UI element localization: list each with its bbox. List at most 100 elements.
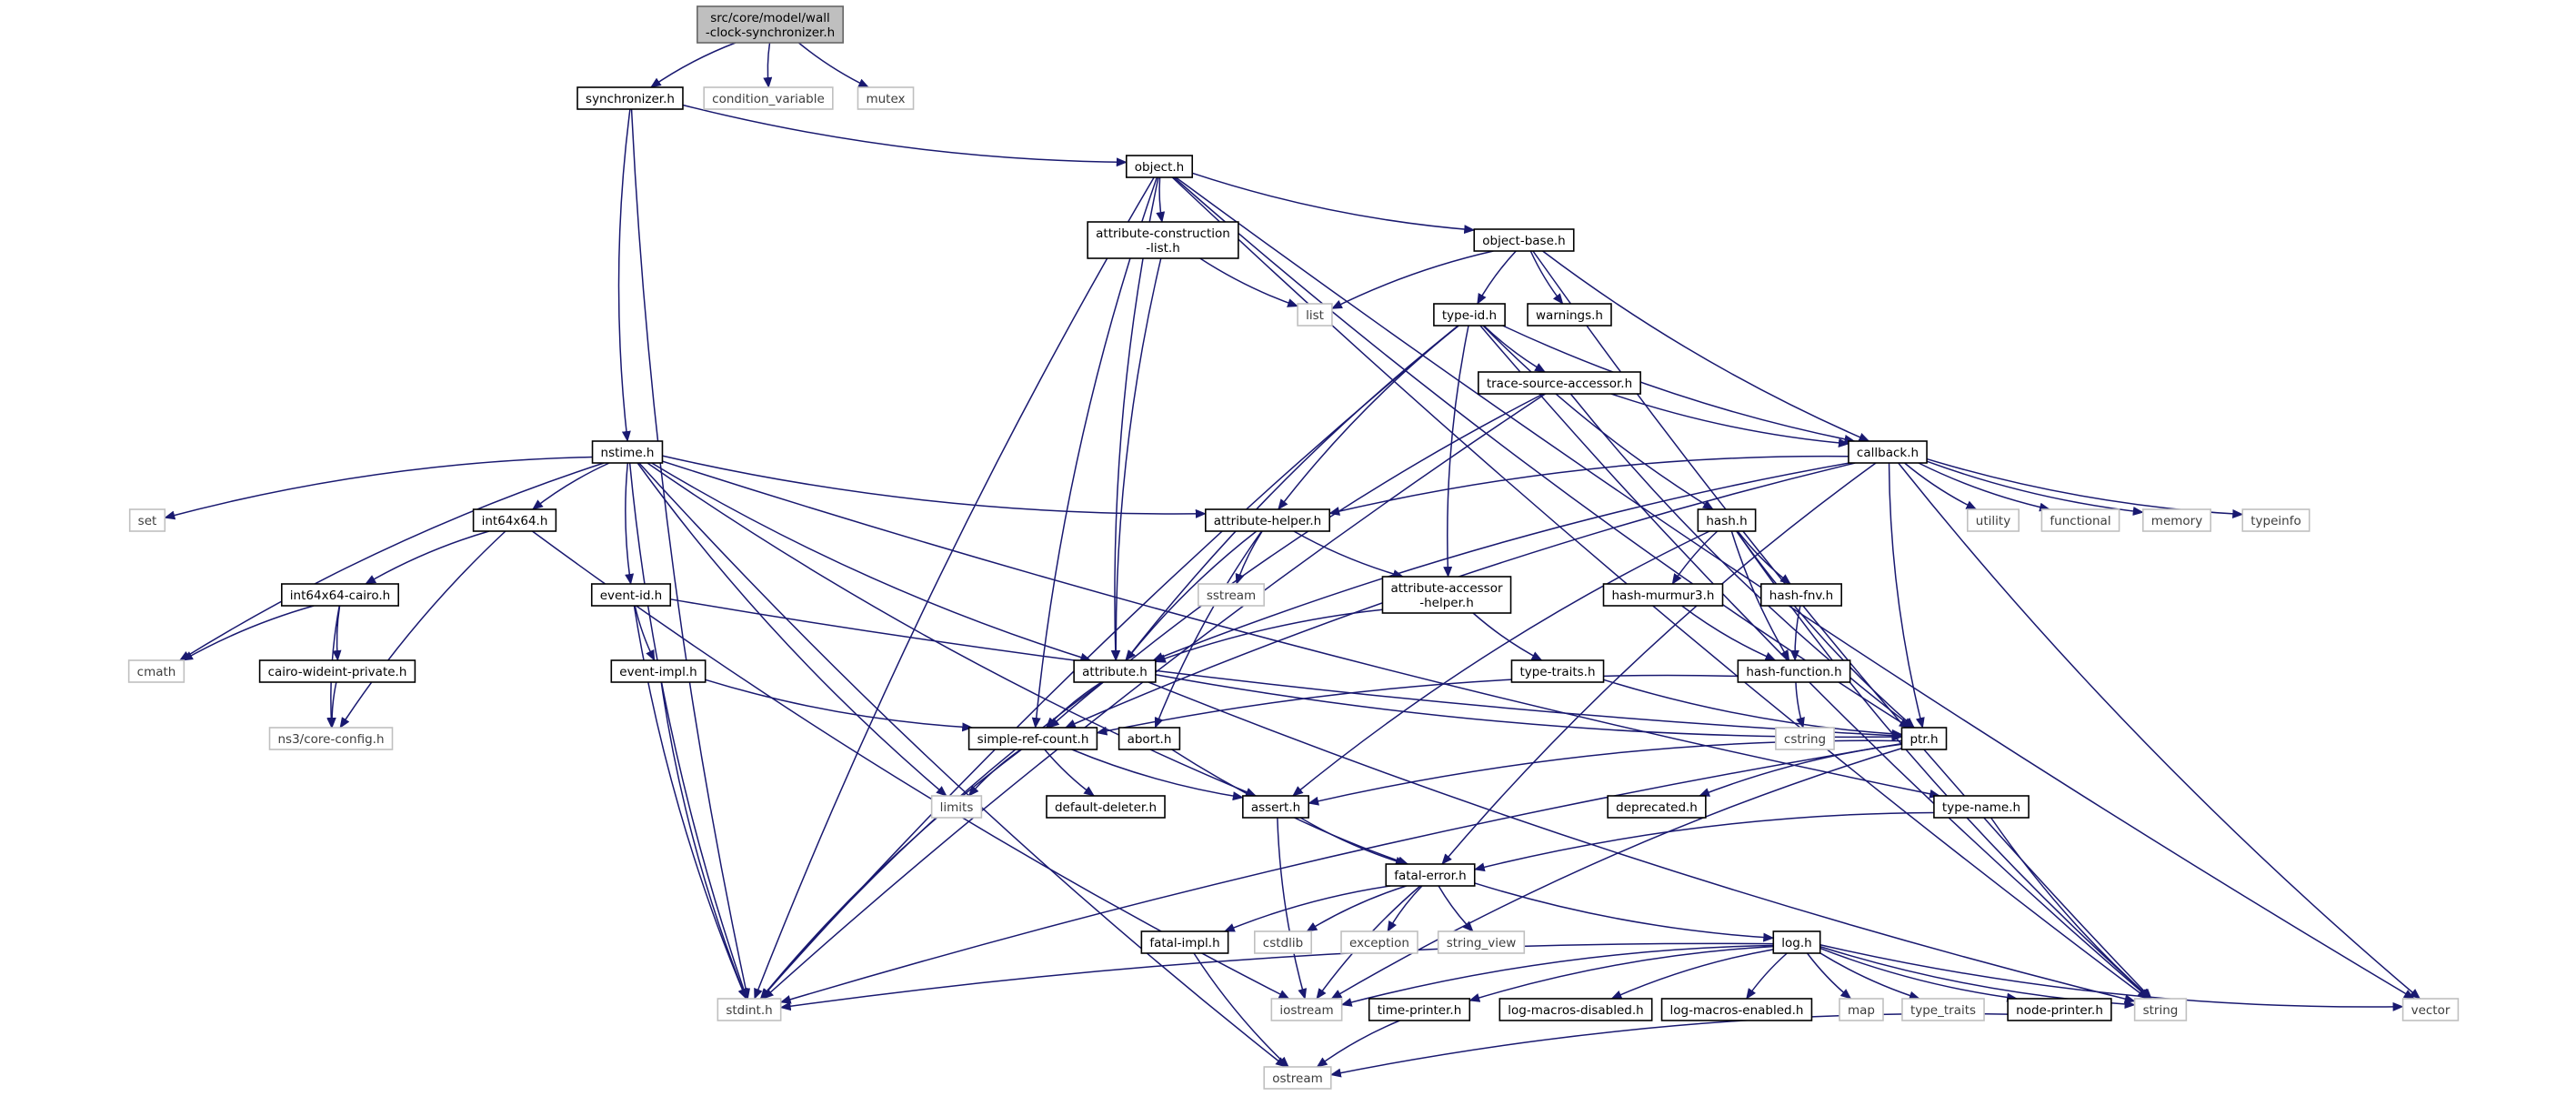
node-attribute-construction[interactable]: attribute-construction-list.h bbox=[1087, 221, 1239, 259]
node-box[interactable] bbox=[1242, 795, 1309, 819]
edge-object-to-object_base bbox=[1191, 172, 1476, 235]
node-int64x64[interactable]: int64x64.h bbox=[472, 508, 557, 532]
node-object-base[interactable]: object-base.h bbox=[1473, 228, 1575, 252]
node-box[interactable] bbox=[1607, 795, 1707, 819]
edge-attribute_helper-to-attribute_accessor bbox=[1293, 530, 1404, 578]
node-box[interactable] bbox=[472, 508, 557, 532]
node-synchronizer[interactable]: synchronizer.h bbox=[576, 86, 684, 110]
node-hash-fnv[interactable]: hash-fnv.h bbox=[1760, 583, 1842, 607]
node-type-traits-h[interactable]: type-traits.h bbox=[1510, 659, 1605, 683]
node-event-id[interactable]: event-id.h bbox=[590, 583, 672, 607]
node-box[interactable] bbox=[1385, 863, 1476, 887]
node-label: object.h bbox=[1135, 160, 1184, 175]
node-box[interactable] bbox=[2007, 998, 2112, 1021]
node-label: warnings.h bbox=[1536, 308, 1603, 323]
node-label: hash-fnv.h bbox=[1769, 588, 1833, 603]
node-map: map bbox=[1839, 998, 1884, 1021]
node-log-macros-disabled[interactable]: log-macros-disabled.h bbox=[1498, 998, 1653, 1021]
node-box bbox=[1839, 998, 1884, 1021]
node-box[interactable] bbox=[1125, 155, 1194, 178]
node-label: ns3/core-config.h bbox=[278, 732, 385, 747]
node-box[interactable] bbox=[1478, 371, 1641, 395]
node-box[interactable] bbox=[1697, 508, 1757, 532]
node-cstring: cstring bbox=[1775, 727, 1835, 750]
node-cairo-wideint[interactable]: cairo-wideint-private.h bbox=[258, 659, 416, 683]
node-box[interactable] bbox=[1368, 998, 1471, 1021]
node-abort[interactable]: abort.h bbox=[1118, 727, 1181, 750]
node-time-printer[interactable]: time-printer.h bbox=[1368, 998, 1471, 1021]
node-box[interactable] bbox=[1760, 583, 1842, 607]
node-label: fatal-error.h bbox=[1394, 869, 1467, 883]
node-box[interactable] bbox=[1510, 659, 1605, 683]
node-box[interactable] bbox=[258, 659, 416, 683]
node-fatal-error[interactable]: fatal-error.h bbox=[1385, 863, 1476, 887]
node-label: type-traits.h bbox=[1519, 665, 1595, 679]
node-event-impl[interactable]: event-impl.h bbox=[610, 659, 707, 683]
node-box[interactable] bbox=[1381, 576, 1512, 614]
node-int64x64-cairo[interactable]: int64x64-cairo.h bbox=[281, 583, 399, 607]
node-deprecated[interactable]: deprecated.h bbox=[1607, 795, 1707, 819]
node-box[interactable] bbox=[1737, 659, 1851, 683]
node-label: log-macros-disabled.h bbox=[1508, 1003, 1643, 1018]
node-trace-source[interactable]: trace-source-accessor.h bbox=[1478, 371, 1641, 395]
node-box bbox=[1967, 508, 2020, 532]
node-hash[interactable]: hash.h bbox=[1697, 508, 1757, 532]
node-box[interactable] bbox=[1073, 659, 1157, 683]
node-type-id[interactable]: type-id.h bbox=[1433, 303, 1506, 327]
node-box[interactable] bbox=[1900, 727, 1948, 750]
node-box[interactable] bbox=[1848, 440, 1928, 464]
edge-synchronizer-to-stdint bbox=[630, 108, 751, 1000]
edge-hash_fnv-to-hash_function bbox=[1789, 605, 1801, 661]
node-attribute[interactable]: attribute.h bbox=[1073, 659, 1157, 683]
node-box[interactable] bbox=[1660, 998, 1813, 1021]
node-box[interactable] bbox=[1118, 727, 1181, 750]
node-ptr[interactable]: ptr.h bbox=[1900, 727, 1948, 750]
edge-ptr-to-iostream bbox=[1330, 748, 1902, 1000]
node-attribute-accessor[interactable]: attribute-accessor-helper.h bbox=[1381, 576, 1512, 614]
edge-fatal_error-to-exception bbox=[1387, 885, 1423, 932]
edge-fatal_error-to-log bbox=[1474, 882, 1775, 942]
node-simple-ref-count[interactable]: simple-ref-count.h bbox=[967, 727, 1098, 750]
node-box[interactable] bbox=[1602, 583, 1724, 607]
node-assert[interactable]: assert.h bbox=[1242, 795, 1309, 819]
node-box[interactable] bbox=[1433, 303, 1506, 327]
node-object[interactable]: object.h bbox=[1125, 155, 1194, 178]
node-box[interactable] bbox=[281, 583, 399, 607]
node-warnings[interactable]: warnings.h bbox=[1527, 303, 1612, 327]
edge-fatal_impl-to-ostream bbox=[1193, 952, 1289, 1068]
edge-callback-to-functional bbox=[1918, 462, 2051, 512]
node-label: vector bbox=[2411, 1003, 2451, 1018]
node-label: log-macros-enabled.h bbox=[1670, 1003, 1804, 1018]
node-log[interactable]: log.h bbox=[1772, 930, 1821, 954]
node-hash-murmur3[interactable]: hash-murmur3.h bbox=[1602, 583, 1724, 607]
node-box[interactable] bbox=[1087, 221, 1239, 259]
node-box[interactable] bbox=[1498, 998, 1653, 1021]
node-box[interactable] bbox=[576, 86, 684, 110]
node-nstime[interactable]: nstime.h bbox=[591, 440, 664, 464]
node-default-deleter[interactable]: default-deleter.h bbox=[1046, 795, 1166, 819]
node-log-macros-enabled[interactable]: log-macros-enabled.h bbox=[1660, 998, 1813, 1021]
node-node-printer[interactable]: node-printer.h bbox=[2007, 998, 2112, 1021]
node-box[interactable] bbox=[590, 583, 672, 607]
node-box[interactable] bbox=[1046, 795, 1166, 819]
node-label: set bbox=[138, 514, 157, 528]
node-box[interactable] bbox=[967, 727, 1098, 750]
node-attribute-helper[interactable]: attribute-helper.h bbox=[1204, 508, 1331, 532]
node-hash-function[interactable]: hash-function.h bbox=[1737, 659, 1851, 683]
node-box[interactable] bbox=[1772, 930, 1821, 954]
node-box[interactable] bbox=[591, 440, 664, 464]
node-fatal-impl[interactable]: fatal-impl.h bbox=[1140, 930, 1229, 954]
node-box[interactable] bbox=[1933, 795, 2030, 819]
node-box bbox=[2141, 508, 2212, 532]
node-limits: limits bbox=[930, 795, 983, 819]
node-box[interactable] bbox=[1204, 508, 1331, 532]
node-box[interactable] bbox=[1473, 228, 1575, 252]
node-box[interactable] bbox=[1527, 303, 1612, 327]
edge-log-to-map bbox=[1806, 952, 1852, 1000]
node-box[interactable] bbox=[610, 659, 707, 683]
node-box[interactable] bbox=[1140, 930, 1229, 954]
node-type-name[interactable]: type-name.h bbox=[1933, 795, 2030, 819]
node-callback[interactable]: callback.h bbox=[1848, 440, 1928, 464]
node-root: src/core/model/wall-clock-synchronizer.h bbox=[697, 5, 844, 44]
node-box bbox=[697, 5, 844, 44]
